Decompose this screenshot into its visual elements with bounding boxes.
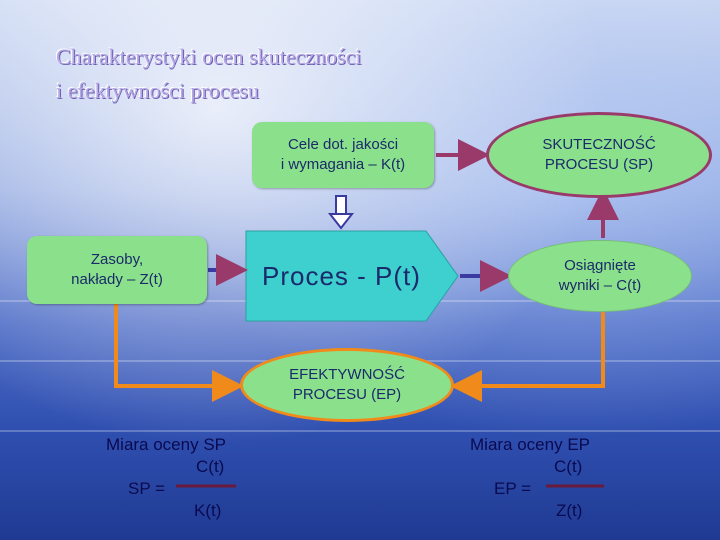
arrow-cele-to-proces-shaft bbox=[335, 195, 347, 215]
water-highlight bbox=[0, 430, 720, 432]
proces-label: Proces - P(t) bbox=[262, 260, 421, 291]
arrow-zasoby-to-efektywnosc bbox=[114, 304, 244, 402]
title-line-2: i efektywności procesu bbox=[56, 78, 259, 103]
measure-ep-denominator: Z(t) bbox=[556, 501, 583, 520]
measure-ep-lhs: EP = bbox=[494, 479, 532, 498]
page-title: Charakterystyki ocen skuteczności i efek… bbox=[56, 40, 361, 108]
measure-sp-lhs: SP = bbox=[128, 479, 166, 498]
cele-box: Cele dot. jakości i wymagania – K(t) bbox=[252, 122, 434, 188]
efektywnosc-line-2: PROCESU (EP) bbox=[292, 386, 402, 403]
cele-line-2: i wymagania – K(t) bbox=[280, 156, 406, 173]
zasoby-box: Zasoby, nakłady – Z(t) bbox=[27, 236, 207, 304]
skutecznosc-line-2: PROCESU (SP) bbox=[544, 156, 654, 173]
wyniki-line-2: wyniki – C(t) bbox=[558, 277, 642, 294]
zasoby-line-2: nakłady – Z(t) bbox=[71, 271, 163, 288]
efektywnosc-line-1: EFEKTYWNOŚĆ bbox=[289, 366, 405, 383]
cele-line-1: Cele dot. jakości bbox=[287, 136, 399, 153]
measure-ep-heading: Miara oceny EP bbox=[470, 435, 590, 454]
wyniki-line-1: Osiągnięte bbox=[564, 257, 636, 274]
measure-sp-numerator: C(t) bbox=[196, 457, 225, 476]
arrow-wyniki-to-efektywnosc bbox=[450, 312, 605, 402]
measure-ep-numerator: C(t) bbox=[554, 457, 583, 476]
title-line-1: Charakterystyki ocen skuteczności bbox=[56, 44, 362, 69]
skutecznosc-line-1: SKUTECZNOŚĆ bbox=[542, 136, 656, 153]
arrow-cele-to-proces-head bbox=[327, 213, 355, 230]
process-shape bbox=[245, 230, 459, 322]
skutecznosc-ellipse: SKUTECZNOŚĆ PROCESU (SP) bbox=[486, 112, 712, 198]
measure-sp-denominator: K(t) bbox=[194, 501, 222, 520]
zasoby-line-1: Zasoby, bbox=[90, 251, 144, 268]
efektywnosc-ellipse: EFEKTYWNOŚĆ PROCESU (EP) bbox=[240, 348, 454, 422]
measure-sp-heading: Miara oceny SP bbox=[106, 435, 226, 454]
wyniki-ellipse: Osiągnięte wyniki – C(t) bbox=[508, 240, 692, 312]
